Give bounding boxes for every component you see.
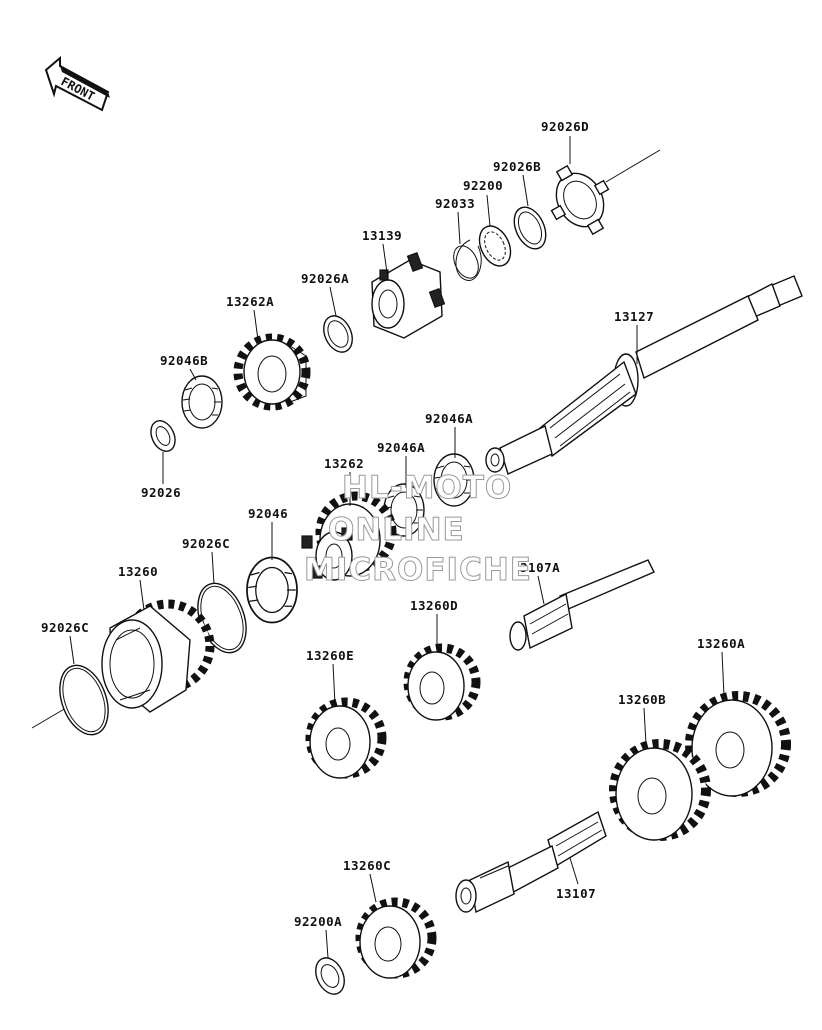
watermark-line2: ONLINE	[328, 512, 465, 548]
part-92033-circlip	[453, 239, 482, 281]
label-92033: 92033	[435, 196, 475, 211]
label-13260: 13260	[118, 564, 158, 579]
label-92046b: 92046B	[160, 353, 208, 368]
part-13107-countershaft	[455, 810, 607, 914]
part-92026c-ring-lower	[59, 664, 109, 736]
part-13260d-gear	[403, 643, 481, 721]
label-92026d: 92026D	[541, 119, 589, 134]
label-92200: 92200	[463, 178, 503, 193]
part-92026d-tab-washer	[550, 164, 610, 236]
label-13107a: 13107A	[512, 560, 560, 575]
axis-guide-lower	[31, 707, 67, 729]
label-13262a: 13262A	[226, 294, 274, 309]
label-92026c-lower: 92026C	[41, 620, 89, 635]
label-92026a: 92026A	[301, 271, 349, 286]
watermark: HL-MOTO ONLINE MICROFICHE	[304, 470, 532, 589]
part-13260e-gear	[305, 697, 387, 779]
part-13127-main-shaft	[485, 275, 803, 475]
label-92046a-upper: 92046A	[425, 411, 473, 426]
label-92026c-upper: 92026C	[182, 536, 230, 551]
part-92046b-bearing	[181, 375, 223, 429]
part-13260a-gear	[685, 691, 791, 797]
part-92026c-ring-upper	[197, 582, 247, 654]
part-13260b-gear	[609, 739, 711, 841]
part-13260-drum-gear	[101, 599, 215, 713]
label-92026b: 92026B	[493, 159, 541, 174]
label-92200a: 92200A	[294, 914, 342, 929]
label-13260c: 13260C	[343, 858, 391, 873]
part-13262a-gear	[233, 333, 311, 411]
label-92046a-lower: 92046A	[377, 440, 425, 455]
label-13262: 13262	[324, 456, 364, 471]
part-labels: 92026D 92026B 92200 92033 13139 92026A 1…	[41, 119, 745, 929]
label-13260b: 13260B	[618, 692, 666, 707]
label-13260e: 13260E	[306, 648, 354, 663]
label-13260d: 13260D	[410, 598, 458, 613]
part-13107a-shaft	[509, 559, 655, 651]
watermark-line1: HL-MOTO	[342, 470, 512, 506]
label-13260a: 13260A	[697, 636, 745, 651]
part-92026-washer	[150, 420, 176, 452]
part-13139-dog-hub	[371, 252, 446, 339]
axis-guide-upper	[605, 149, 661, 183]
label-92026: 92026	[141, 485, 181, 500]
label-13139: 13139	[362, 228, 402, 243]
label-13107: 13107	[556, 886, 596, 901]
part-92026b-washer	[513, 206, 547, 250]
part-92200-washer	[478, 225, 512, 267]
label-13127: 13127	[614, 309, 654, 324]
label-92046: 92046	[248, 506, 288, 521]
leader-lines	[69, 136, 725, 959]
part-92026a-washer	[323, 315, 353, 353]
part-92046-bearing	[246, 556, 298, 624]
front-arrow-icon: FRONT	[44, 55, 110, 112]
part-13260c-gear	[355, 897, 437, 979]
part-92200a-washer	[315, 957, 345, 995]
part-13262-gear	[301, 491, 397, 581]
watermark-line3: MICROFICHE	[304, 552, 532, 588]
